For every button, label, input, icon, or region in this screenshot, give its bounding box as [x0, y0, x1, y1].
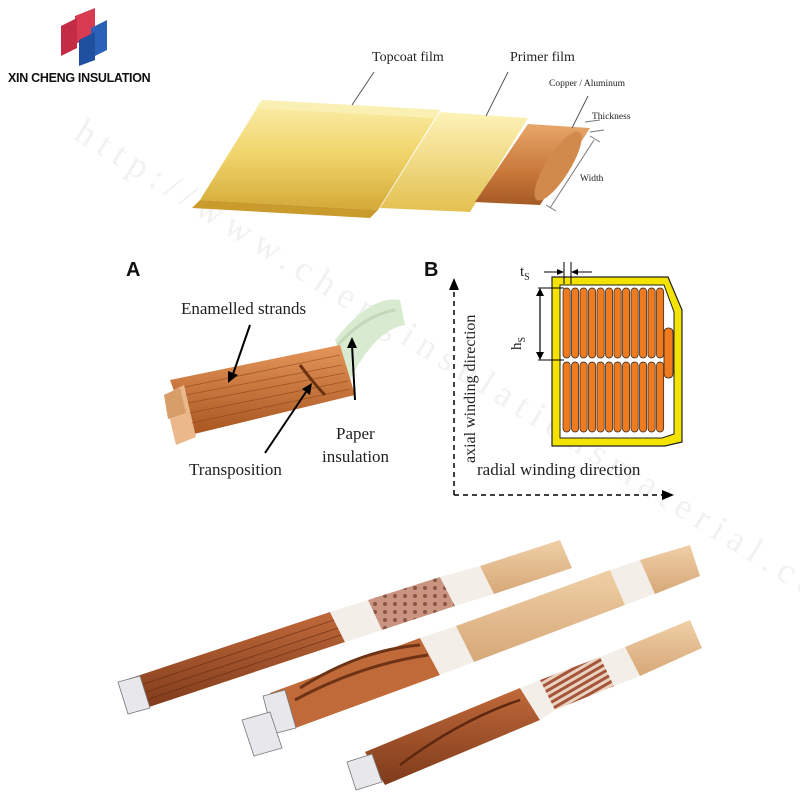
strand — [596, 287, 605, 359]
conductor-illustration — [192, 71, 605, 218]
ctc-cable-photo — [164, 299, 405, 454]
strand — [588, 361, 597, 433]
topcoat-film — [200, 100, 440, 210]
thickness-label: Thickness — [592, 112, 631, 122]
strand — [571, 361, 580, 433]
strand — [622, 361, 631, 433]
strand — [571, 287, 580, 359]
paper-label-line1: Paper — [336, 424, 375, 443]
topcoat-label: Topcoat film — [372, 50, 444, 65]
brand-name: XIN CHENG INSULATION — [8, 71, 151, 85]
primer-label: Primer film — [510, 50, 575, 65]
ts-label: tS — [520, 264, 530, 283]
strand — [579, 361, 588, 433]
transposition-label: Transposition — [189, 460, 282, 479]
figure-a-letter: A — [126, 259, 141, 281]
strand — [630, 287, 639, 359]
strand — [647, 361, 656, 433]
conductor-label: Copper / Aluminum — [549, 79, 625, 89]
logo-mark-icon — [61, 8, 107, 66]
transposed-cables-illustration — [117, 540, 702, 791]
strand — [605, 287, 614, 359]
radial-direction-label: radial winding direction — [477, 460, 641, 479]
strand — [588, 287, 597, 359]
strand — [639, 287, 648, 359]
hs-label: hS — [509, 336, 529, 351]
strand — [630, 361, 639, 433]
strand — [579, 287, 588, 359]
strand — [656, 287, 665, 359]
width-label: Width — [580, 174, 604, 184]
strand — [562, 361, 571, 433]
strand — [647, 287, 656, 359]
paper-label-line2: insulation — [322, 447, 390, 466]
strand — [596, 361, 605, 433]
strand — [613, 361, 622, 433]
primer-film — [380, 112, 528, 212]
strand — [622, 287, 631, 359]
figure-b-letter: B — [424, 259, 439, 281]
strand — [656, 361, 665, 433]
strand-array — [562, 287, 665, 433]
winding-cross-section — [449, 262, 683, 500]
strand — [639, 361, 648, 433]
strand — [562, 287, 571, 359]
strand — [613, 287, 622, 359]
strand — [605, 361, 614, 433]
axial-direction-label: axial winding direction — [462, 314, 479, 463]
strands-label: Enamelled strands — [181, 299, 307, 318]
